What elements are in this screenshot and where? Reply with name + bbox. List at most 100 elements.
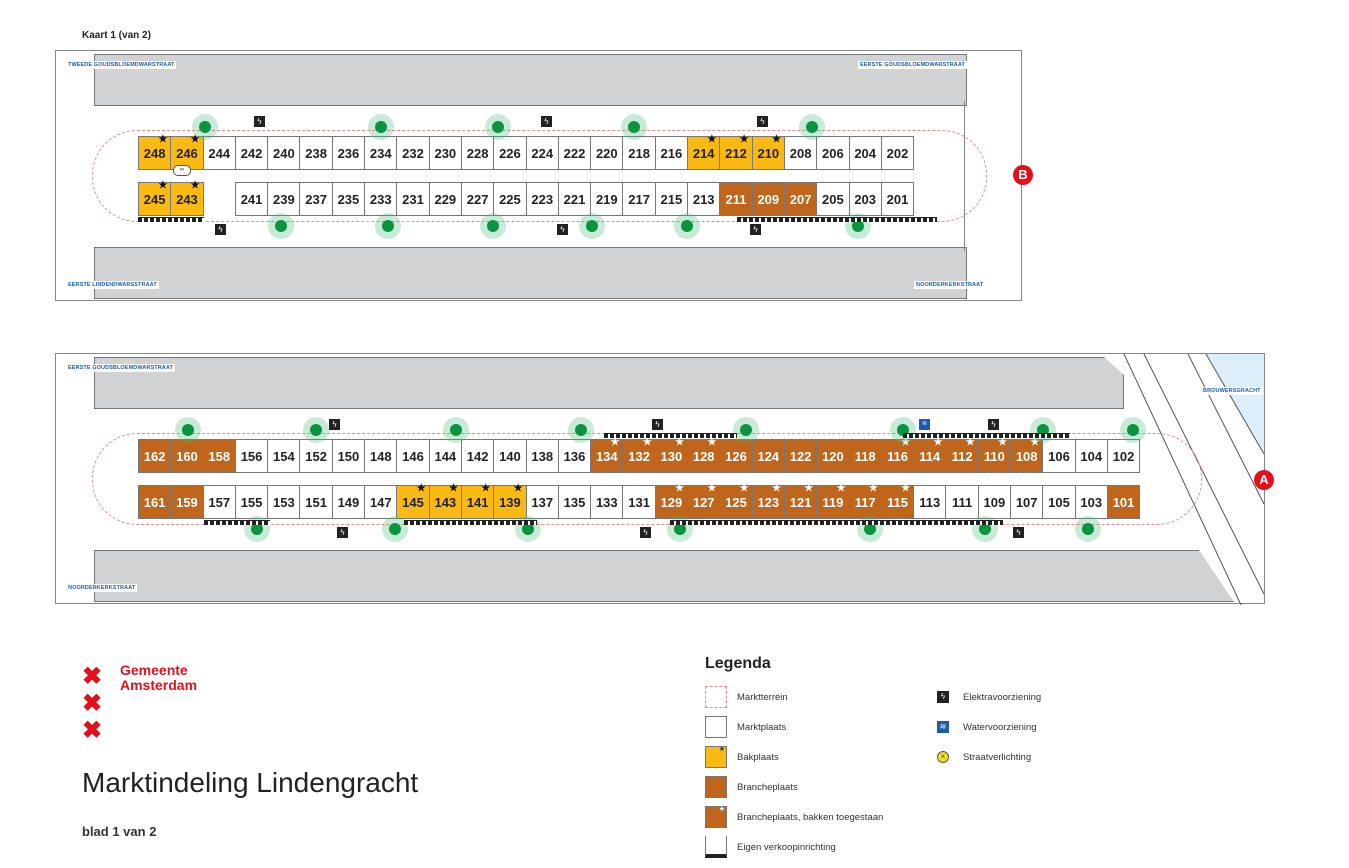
stall-225[interactable]: 225	[493, 182, 527, 216]
stall-227[interactable]: 227	[460, 182, 495, 216]
stall-141[interactable]: 141★	[460, 484, 495, 519]
stall-219[interactable]: 219	[590, 182, 624, 216]
stall-154[interactable]: 154	[267, 439, 301, 473]
stall-161[interactable]: 161	[138, 485, 172, 519]
stall-204[interactable]: 204	[848, 136, 882, 170]
stall-130[interactable]: 130★	[654, 438, 689, 473]
stall-133[interactable]: 133	[590, 485, 624, 519]
stall-202[interactable]: 202	[880, 136, 915, 170]
stall-159[interactable]: 159	[170, 485, 204, 519]
stall-134[interactable]: 134★	[590, 438, 624, 473]
stall-222[interactable]: 222	[557, 136, 592, 170]
stall-216[interactable]: 216	[654, 136, 689, 170]
stall-242[interactable]: 242	[234, 136, 269, 170]
stall-117[interactable]: 117★	[848, 484, 882, 519]
stall-230[interactable]: 230	[428, 136, 462, 170]
stall-145[interactable]: 145★	[396, 484, 430, 519]
stall-109[interactable]: 109	[977, 485, 1012, 519]
stall-135[interactable]: 135	[557, 485, 592, 519]
stall-106[interactable]: 106	[1042, 439, 1076, 473]
stall-131[interactable]: 131	[622, 485, 656, 519]
stall-147[interactable]: 147	[364, 485, 398, 519]
stall-151[interactable]: 151	[299, 485, 333, 519]
stall-115[interactable]: 115★	[880, 484, 915, 519]
stall-211[interactable]: 211	[719, 182, 753, 216]
stall-205[interactable]: 205	[816, 182, 850, 216]
stall-153[interactable]: 153	[267, 485, 301, 519]
stall-142[interactable]: 142	[460, 439, 495, 473]
stall-203[interactable]: 203	[848, 182, 882, 216]
stall-228[interactable]: 228	[460, 136, 495, 170]
stall-220[interactable]: 220	[590, 136, 624, 170]
stall-237[interactable]: 237	[299, 182, 333, 216]
stall-110[interactable]: 110★	[977, 438, 1012, 473]
stall-157[interactable]: 157	[202, 485, 236, 519]
stall-152[interactable]: 152	[299, 439, 333, 473]
stall-104[interactable]: 104	[1074, 439, 1108, 473]
stall-246[interactable]: 246★	[170, 135, 204, 170]
stall-119[interactable]: 119★	[816, 484, 850, 519]
stall-126[interactable]: 126	[719, 439, 753, 473]
stall-122[interactable]: 122	[783, 439, 818, 473]
stall-127[interactable]: 127★	[687, 484, 721, 519]
stall-112[interactable]: 112★	[945, 438, 979, 473]
stall-103[interactable]: 103	[1074, 485, 1108, 519]
stall-125[interactable]: 125★	[719, 484, 753, 519]
stall-150[interactable]: 150	[331, 439, 366, 473]
stall-212[interactable]: 212★	[719, 135, 753, 170]
stall-146[interactable]: 146	[396, 439, 430, 473]
stall-123[interactable]: 123★	[751, 484, 785, 519]
stall-108[interactable]: 108★	[1010, 438, 1044, 473]
stall-223[interactable]: 223	[525, 182, 559, 216]
stall-238[interactable]: 238	[299, 136, 333, 170]
stall-231[interactable]: 231	[396, 182, 430, 216]
stall-224[interactable]: 224	[525, 136, 559, 170]
stall-149[interactable]: 149	[331, 485, 366, 519]
stall-102[interactable]: 102	[1106, 439, 1141, 473]
stall-217[interactable]: 217	[622, 182, 656, 216]
stall-139[interactable]: 139★	[493, 484, 527, 519]
stall-132[interactable]: 132★	[622, 438, 656, 473]
stall-214[interactable]: 214★	[687, 135, 721, 170]
stall-208[interactable]: 208	[783, 136, 818, 170]
stall-101[interactable]: 101	[1106, 485, 1141, 519]
stall-158[interactable]: 158	[202, 439, 236, 473]
stall-138[interactable]: 138	[525, 439, 559, 473]
stall-128[interactable]: 128★	[687, 438, 721, 473]
stall-124[interactable]: 124	[751, 439, 785, 473]
stall-111[interactable]: 111	[945, 485, 979, 519]
stall-156[interactable]: 156	[234, 439, 269, 473]
stall-162[interactable]: 162	[138, 439, 172, 473]
stall-241[interactable]: 241	[234, 182, 269, 216]
stall-143[interactable]: 143★	[428, 484, 462, 519]
stall-114[interactable]: 114★	[913, 438, 947, 473]
stall-244[interactable]: 244	[202, 136, 236, 170]
stall-105[interactable]: 105	[1042, 485, 1076, 519]
stall-236[interactable]: 236	[331, 136, 366, 170]
stall-240[interactable]: 240	[267, 136, 301, 170]
stall-120[interactable]: 120	[816, 439, 850, 473]
stall-218[interactable]: 218	[622, 136, 656, 170]
stall-239[interactable]: 239	[267, 182, 301, 216]
stall-245[interactable]: 245★	[138, 181, 172, 216]
stall-207[interactable]: 207	[783, 182, 818, 216]
stall-118[interactable]: 118	[848, 439, 882, 473]
stall-140[interactable]: 140	[493, 439, 527, 473]
stall-206[interactable]: 206	[816, 136, 850, 170]
stall-226[interactable]: 226	[493, 136, 527, 170]
stall-136[interactable]: 136	[557, 439, 592, 473]
stall-201[interactable]: 201	[880, 182, 915, 216]
stall-137[interactable]: 137	[525, 485, 559, 519]
stall-107[interactable]: 107	[1010, 485, 1044, 519]
stall-160[interactable]: 160	[170, 439, 204, 473]
stall-121[interactable]: 121★	[783, 484, 818, 519]
stall-210[interactable]: 210★	[751, 135, 785, 170]
stall-213[interactable]: 213	[687, 182, 721, 216]
stall-155[interactable]: 155	[234, 485, 269, 519]
stall-148[interactable]: 148	[364, 439, 398, 473]
stall-248[interactable]: 248★	[138, 135, 172, 170]
stall-243[interactable]: 243★	[170, 181, 204, 216]
stall-233[interactable]: 233	[364, 182, 398, 216]
stall-209[interactable]: 209	[751, 182, 785, 216]
stall-235[interactable]: 235	[331, 182, 366, 216]
